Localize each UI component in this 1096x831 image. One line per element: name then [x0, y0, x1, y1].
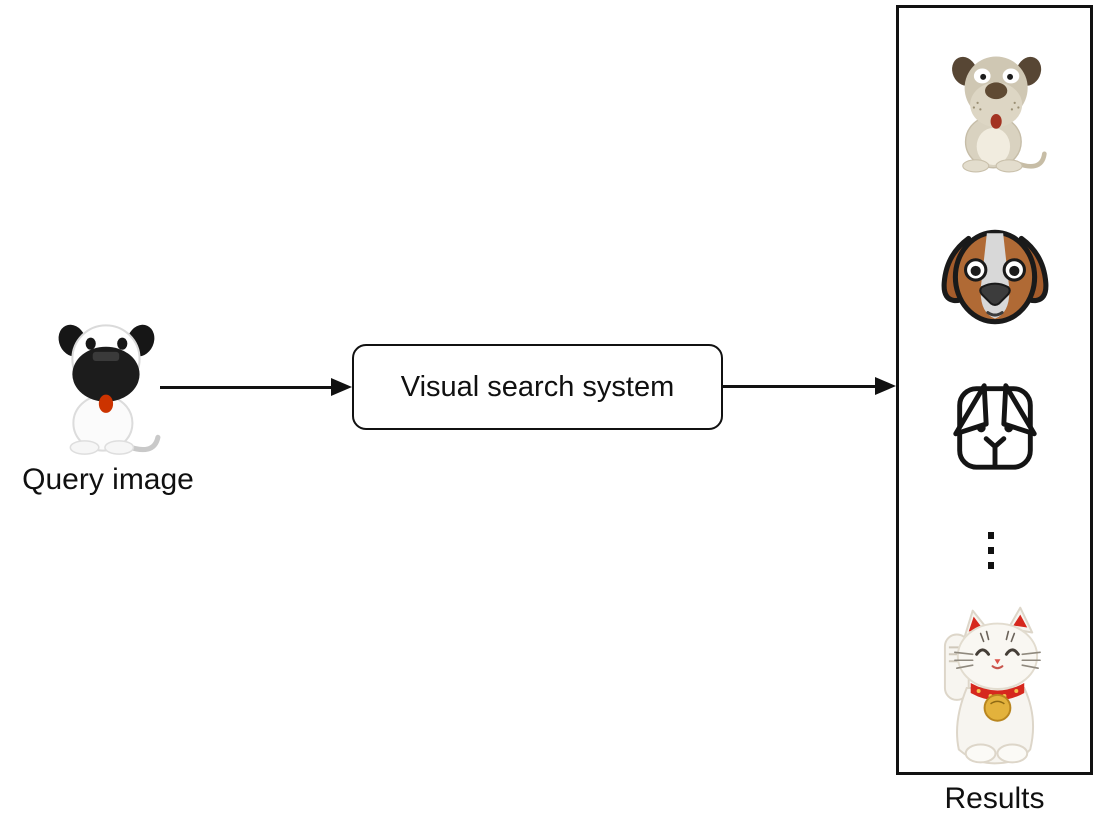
ellipsis-dot: [988, 547, 994, 554]
query-image-caption: Query image: [22, 463, 194, 496]
results-panel: [896, 5, 1093, 775]
arrow-system-to-results-head: [875, 377, 896, 395]
query-image-cartoon-dog-icon: [52, 316, 164, 464]
result-tan-cartoon-dog-icon: [947, 46, 1049, 181]
arrow-query-to-system-head: [331, 378, 352, 396]
vertical-ellipsis-icon: [988, 532, 994, 569]
result-dog-face-emoji-icon: [932, 220, 1058, 334]
visual-search-system-box: Visual search system: [352, 344, 723, 430]
result-line-art-dog-face-icon: [936, 371, 1054, 475]
ellipsis-dot: [988, 532, 994, 539]
arrow-system-to-results: [723, 385, 876, 388]
result-lucky-cat-icon: [937, 604, 1051, 772]
visual-search-system-label: Visual search system: [400, 370, 675, 403]
ellipsis-dot: [988, 562, 994, 569]
arrow-query-to-system: [160, 386, 332, 389]
results-caption: Results: [944, 782, 1045, 815]
